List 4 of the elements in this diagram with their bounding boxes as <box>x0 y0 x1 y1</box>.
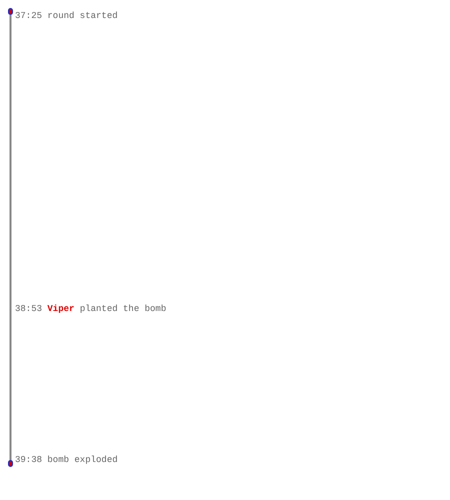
event-text: 38:53 Viper planted the bomb <box>15 304 166 314</box>
timeline-line <box>10 15 12 460</box>
event-text: 37:25 round started <box>15 11 118 21</box>
event-text: 39:38 bomb exploded <box>15 455 118 465</box>
